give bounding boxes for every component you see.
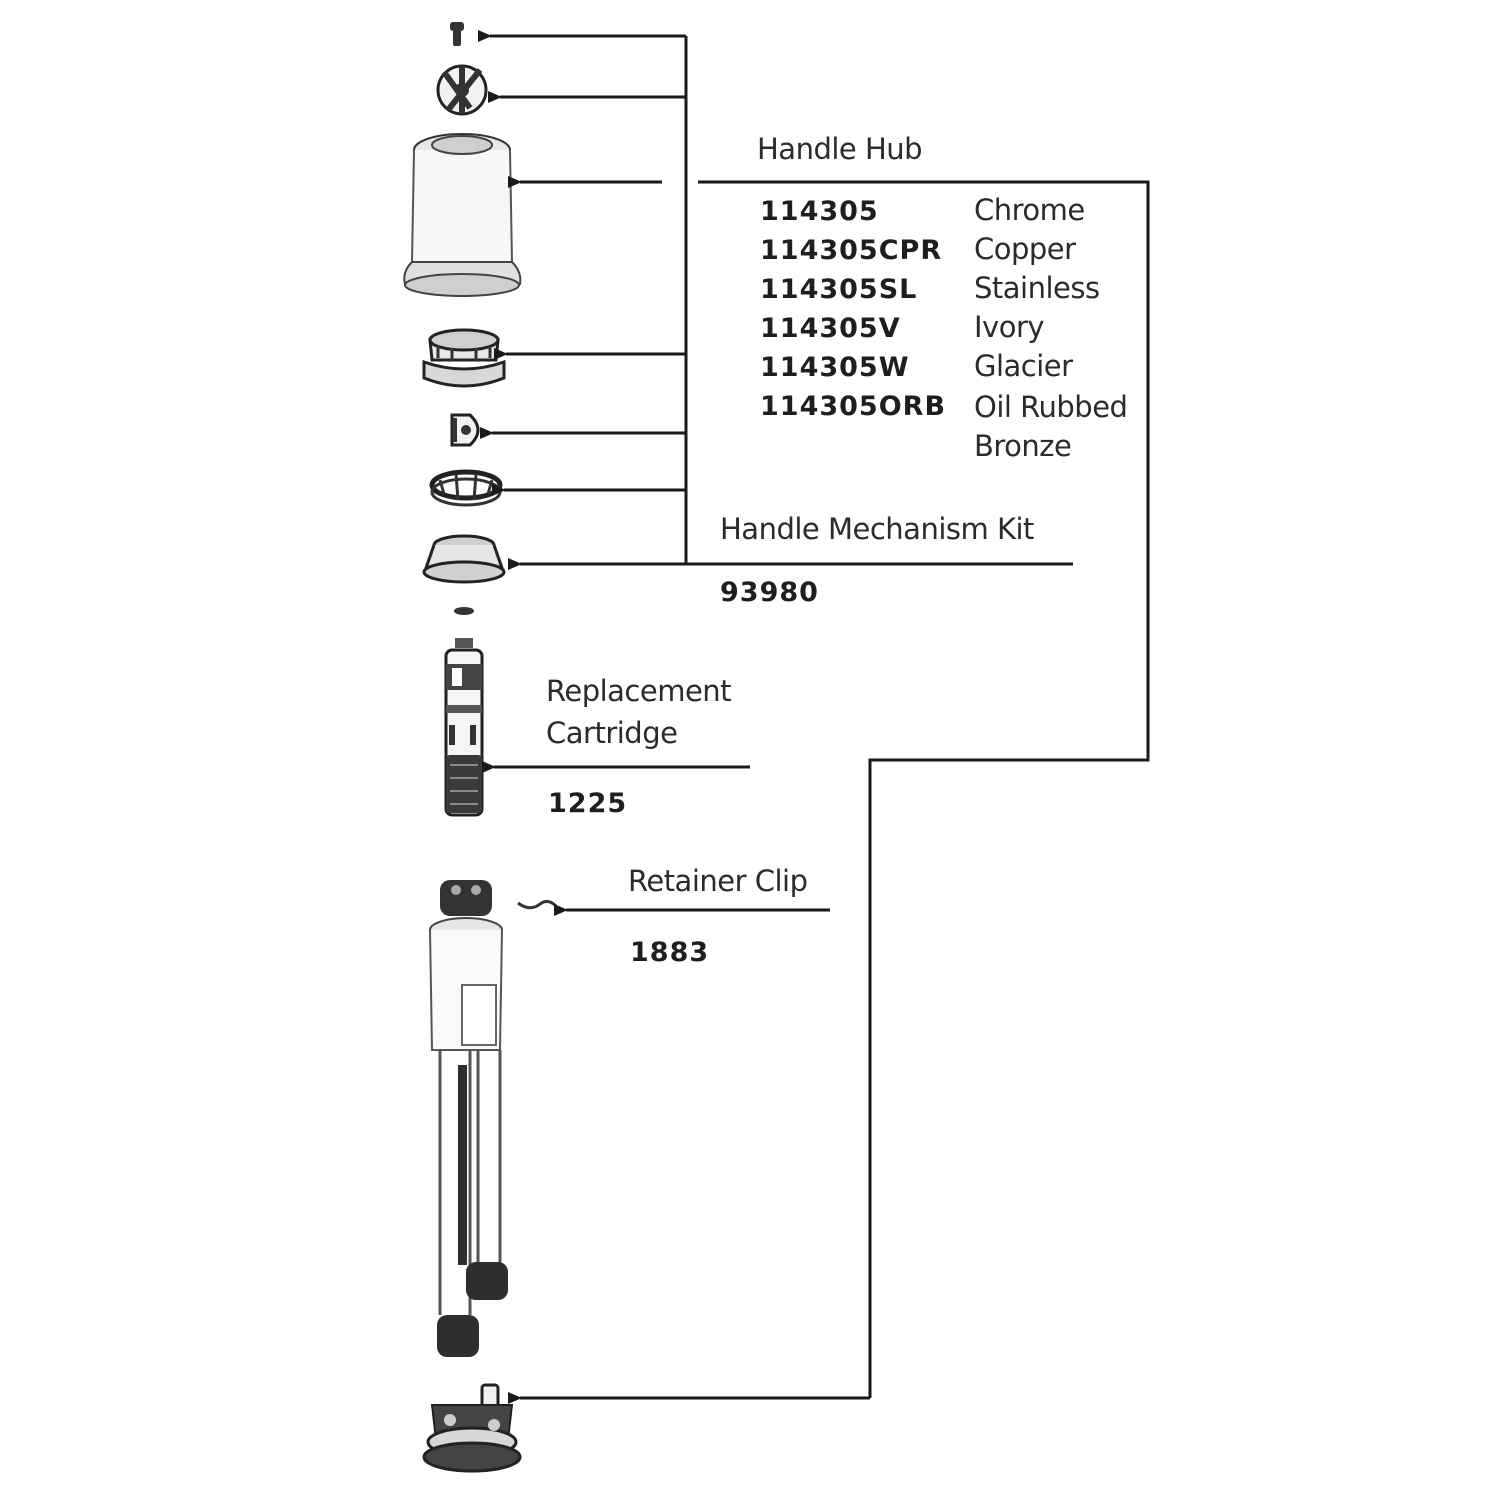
leader-kit-bracket <box>478 30 1073 570</box>
handle-hub-part-1: 114305 <box>760 196 879 227</box>
handle-hub-finish-4: Ivory <box>974 310 1045 344</box>
handle-hub-part-5: 114305W <box>760 352 910 383</box>
handle-hub-label: Handle Hub <box>757 132 923 166</box>
handle-hub-finish-3: Stainless <box>974 271 1100 305</box>
part-ring <box>429 469 503 507</box>
handle-hub-finish-5: Glacier <box>974 349 1073 383</box>
cartridge-label-line2: Cartridge <box>546 716 678 750</box>
part-retainer-clip <box>517 899 558 910</box>
part-mounting-base <box>422 1383 522 1473</box>
part-valve-body <box>429 880 508 1357</box>
handle-hub-part-3: 114305SL <box>760 274 918 305</box>
handle-mechanism-kit-part: 93980 <box>720 577 819 608</box>
part-bonnet-nut <box>422 328 506 388</box>
cartridge-part: 1225 <box>548 788 628 819</box>
cartridge-label-line1: Replacement <box>546 674 732 708</box>
leader-handle-hub <box>508 176 1150 1404</box>
handle-mechanism-kit-label: Handle Mechanism Kit <box>720 512 1034 546</box>
handle-hub-part-4: 114305V <box>760 313 901 344</box>
part-cam <box>450 413 480 447</box>
handle-hub-part-2: 114305CPR <box>760 235 943 266</box>
part-mechanism-base <box>422 534 506 584</box>
part-handle-adapter <box>436 64 488 116</box>
handle-hub-finish-1: Chrome <box>974 193 1085 227</box>
handle-hub-part-6: 114305ORB <box>760 391 947 422</box>
handle-hub-finish-2: Copper <box>974 232 1076 266</box>
retainer-clip-part: 1883 <box>630 937 710 968</box>
retainer-clip-label: Retainer Clip <box>628 864 808 898</box>
part-handle-hub <box>403 133 522 297</box>
part-o-ring <box>454 607 474 615</box>
part-screw <box>450 22 464 46</box>
handle-hub-finish-6: Oil Rubbed Bronze <box>974 390 1128 463</box>
part-cartridge <box>444 638 484 817</box>
